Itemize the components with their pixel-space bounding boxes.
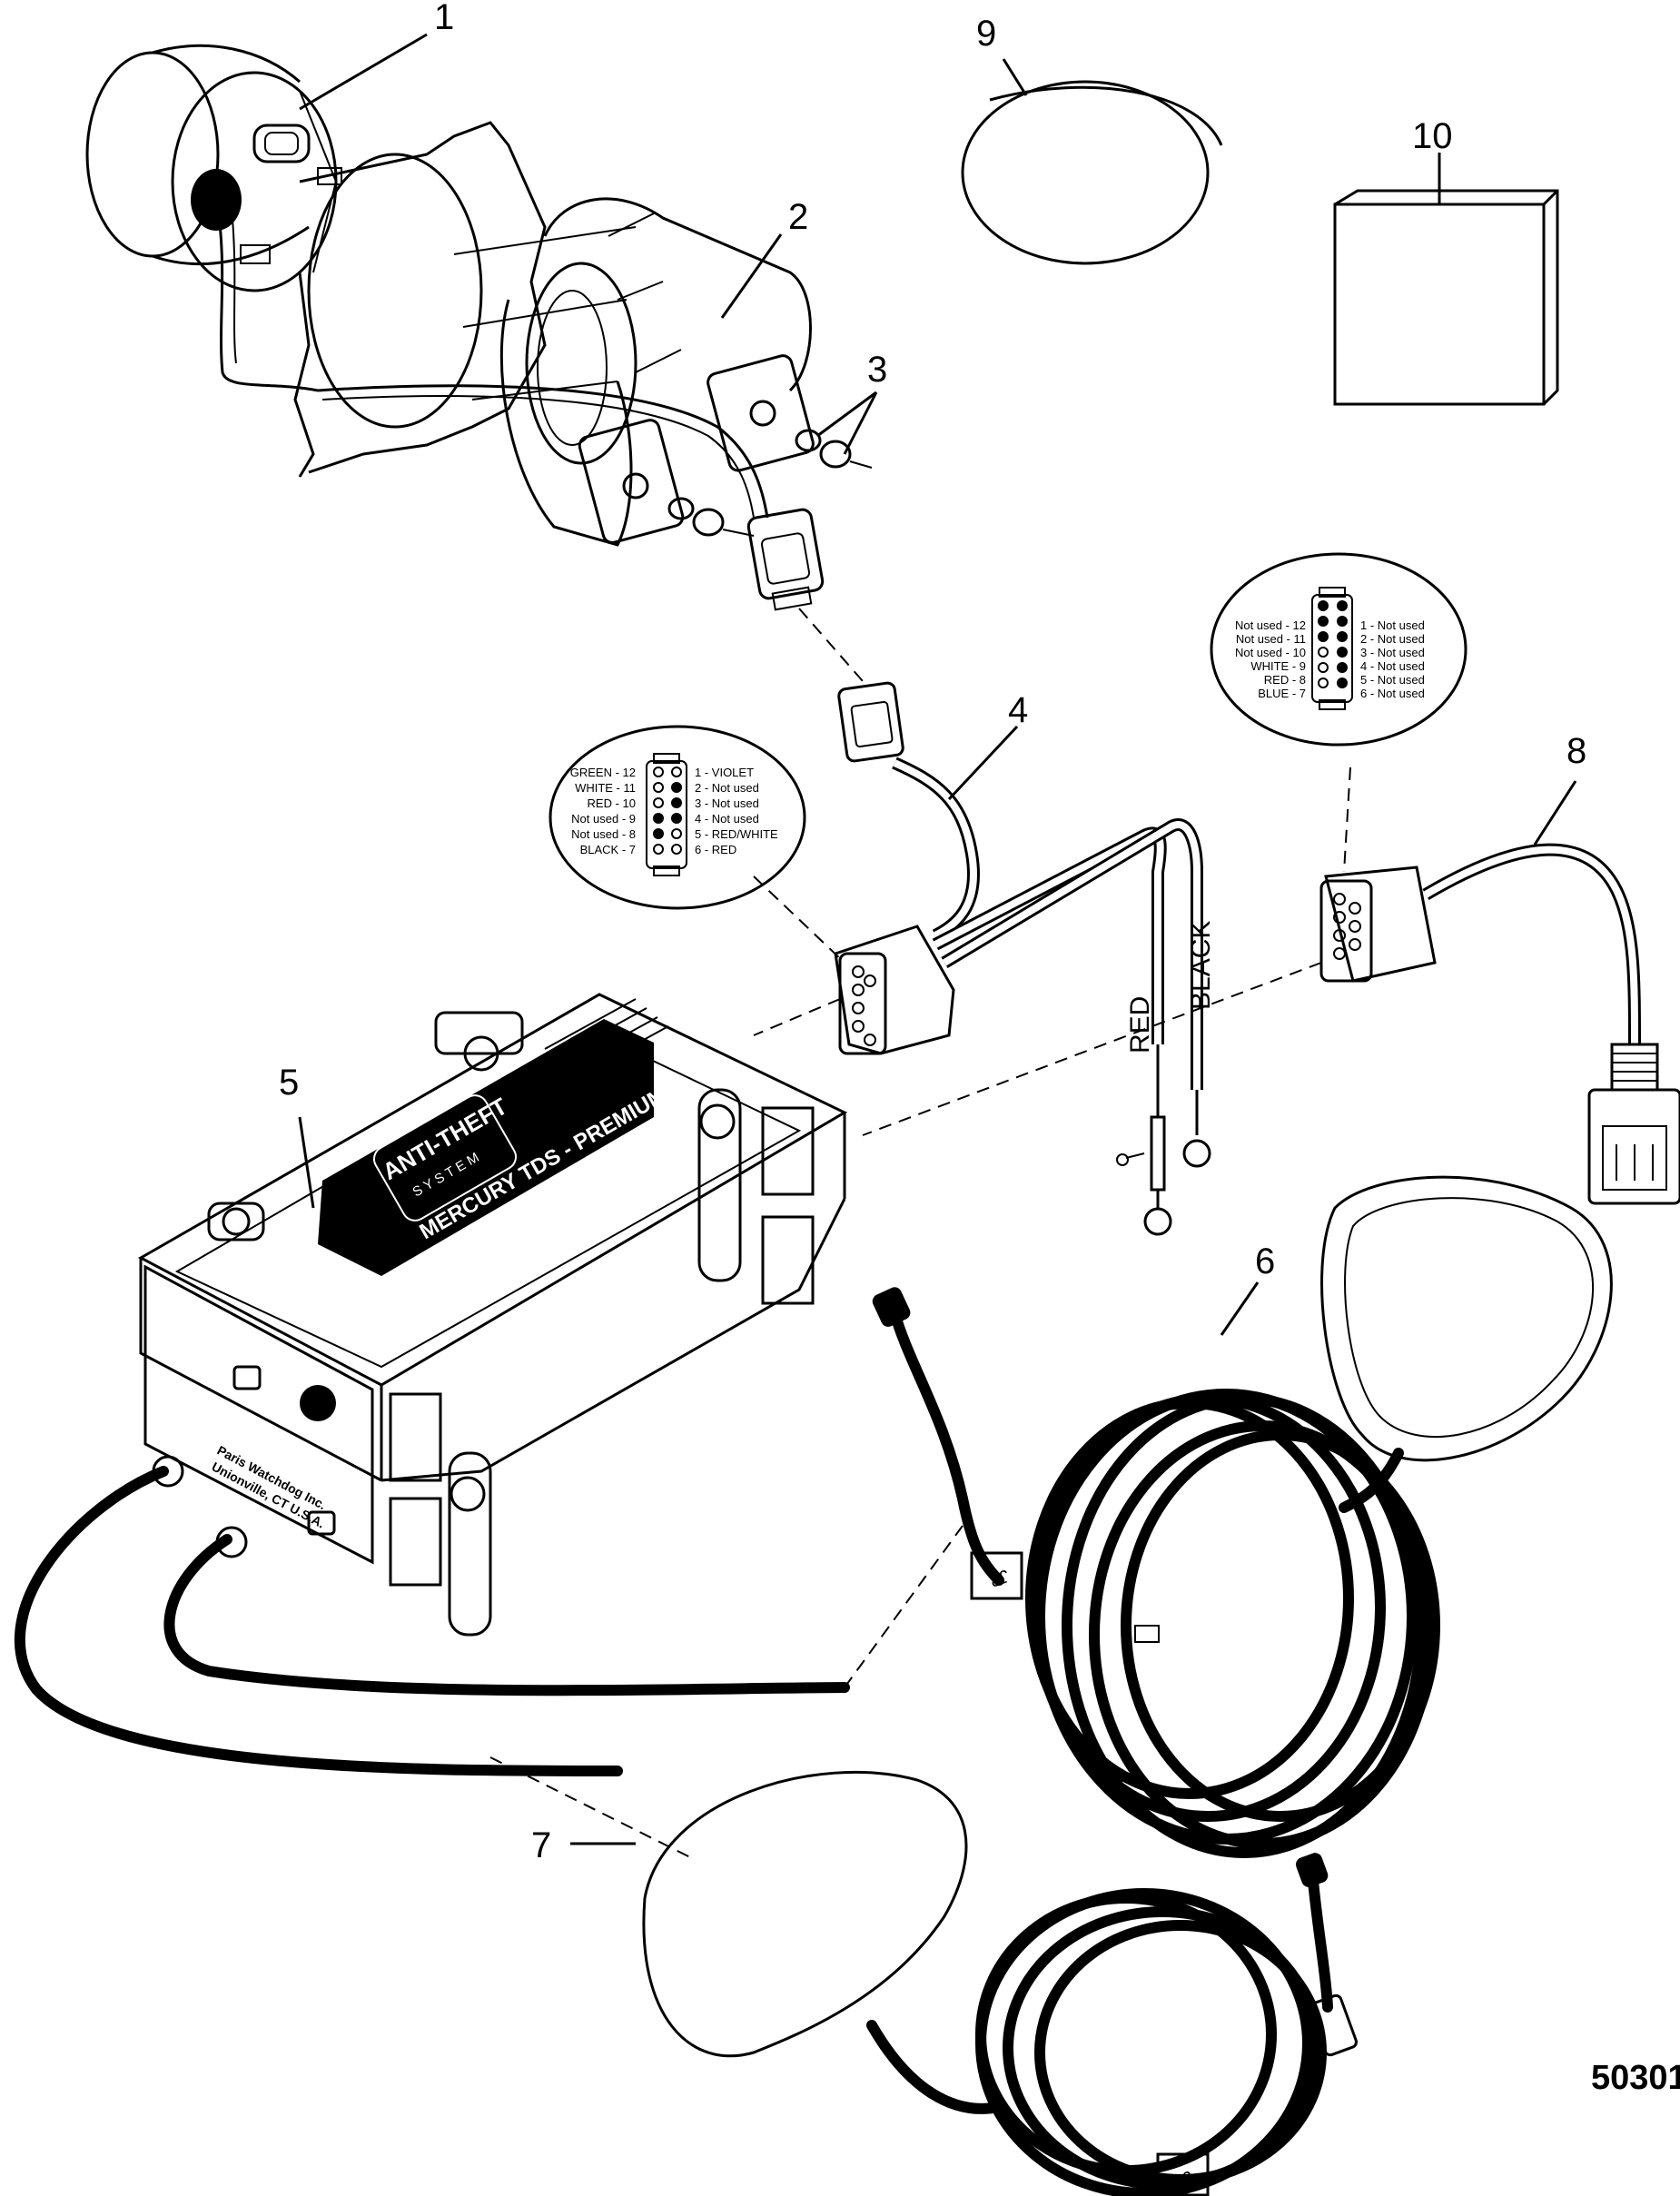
nuts-and-washers (667, 429, 873, 537)
adhesive-pad (1333, 189, 1559, 406)
callout-6: 6 (1255, 1241, 1275, 1281)
callout-4: 4 (1008, 690, 1028, 730)
callouts: 1 2 3 4 5 6 7 8 9 10 (279, 0, 1586, 1865)
leader-dash-gauge (798, 608, 864, 682)
pin-b-right-1: 2 - Not used (1360, 632, 1425, 646)
pin-a-right-3: 4 - Not used (695, 812, 759, 826)
pin-b-left-5: BLUE - 7 (1258, 687, 1306, 700)
leader-dash-adapter-module (862, 962, 1322, 1136)
callout-7: 7 (531, 1825, 551, 1865)
callout-9: 9 (976, 14, 996, 54)
pin-a-right-5: 6 - RED (695, 843, 736, 856)
mounting-panel (293, 121, 547, 478)
callout-3: 3 (867, 350, 887, 390)
connector-pinout-a: GREEN - 12 WHITE - 11 RED - 10 Not used … (548, 725, 806, 910)
pin-a-left-3: Not used - 9 (571, 812, 636, 826)
pin-a-left-1: WHITE - 11 (575, 781, 636, 795)
adapter-cable (1319, 843, 1680, 1205)
leader-dash-harness-module (753, 998, 841, 1036)
pin-b-right-5: 6 - Not used (1360, 687, 1425, 700)
pin-b-right-4: 5 - Not used (1360, 673, 1425, 687)
pin-a-right-1: 2 - Not used (695, 781, 759, 795)
gauge-unit (85, 44, 342, 392)
pin-a-left-0: GREEN - 12 (570, 766, 636, 779)
pin-b-right-2: 3 - Not used (1360, 646, 1425, 659)
callout-5: 5 (279, 1063, 299, 1103)
pin-a-left-2: RED - 10 (588, 796, 636, 810)
leader-dash-pinout-a (753, 875, 845, 964)
pin-b-right-3: 4 - Not used (1360, 659, 1425, 673)
pin-b-left-2: Not used - 10 (1235, 646, 1306, 659)
pin-b-left-0: Not used - 12 (1235, 618, 1306, 632)
pin-b-left-4: RED - 8 (1264, 673, 1306, 687)
pin-b-left-3: WHITE - 9 (1250, 659, 1306, 673)
wire-label-red: RED (1125, 996, 1155, 1053)
pin-a-right-4: 5 - RED/WHITE (695, 827, 778, 841)
callout-10: 10 (1412, 116, 1453, 156)
leader-dash-pinout-b (1343, 767, 1351, 873)
mounting-bracket (453, 197, 815, 547)
wire-label-black: BLACK (1186, 921, 1216, 1010)
callout-2: 2 (788, 197, 808, 237)
pin-a-left-4: Not used - 8 (571, 827, 636, 841)
callout-8: 8 (1566, 731, 1586, 771)
callout-1: 1 (434, 0, 454, 37)
pin-a-right-2: 3 - Not used (695, 796, 759, 810)
gps-antenna: J2 (872, 1175, 1613, 1858)
figure-number: 50301 (1591, 2059, 1680, 2097)
connector-pinout-b: Not used - 12 Not used - 11 Not used - 1… (1210, 552, 1468, 747)
cellular-antenna: J1 (642, 1770, 1358, 2196)
pin-b-left-1: Not used - 11 (1236, 632, 1306, 646)
pin-a-right-0: 1 - VIOLET (695, 766, 754, 779)
pin-a-left-5: BLACK - 7 (580, 843, 636, 856)
pin-b-right-0: 1 - Not used (1360, 618, 1425, 632)
module-cables (14, 1455, 964, 1858)
seal-ring (961, 80, 1223, 265)
wiring-harness: RED BLACK (834, 681, 1216, 1236)
gauge-harness-pigtail (317, 384, 825, 611)
